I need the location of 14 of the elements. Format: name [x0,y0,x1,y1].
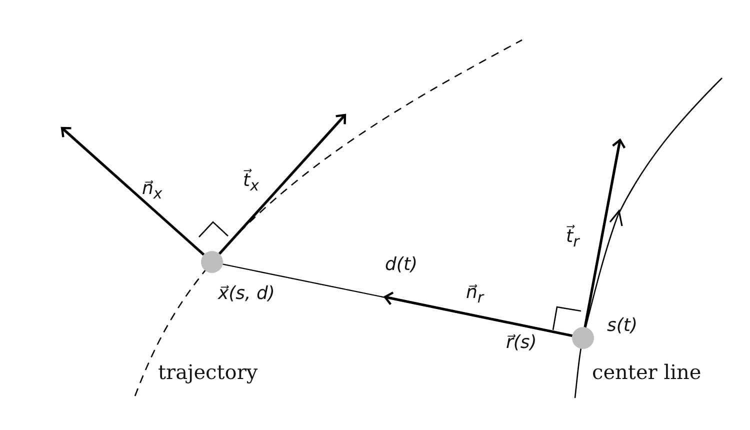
point-label: s(t) [607,317,638,335]
point-marker [572,327,594,349]
curve-label: center line [592,362,702,382]
edge-label: d(t) [385,256,418,274]
vector-arrow [218,114,346,255]
vector-label: n⃗$_{r}$ [466,284,484,306]
vector-arrow [384,291,572,338]
vector-label: n⃗$_{x}$ [142,180,162,202]
vector-arrow [584,138,626,328]
point-label: r⃗(s) [506,334,537,352]
point-marker [201,251,223,273]
point-label: x⃗(s, d) [218,285,275,303]
curve-label: trajectory [158,362,258,382]
vector-arrow [60,126,205,256]
